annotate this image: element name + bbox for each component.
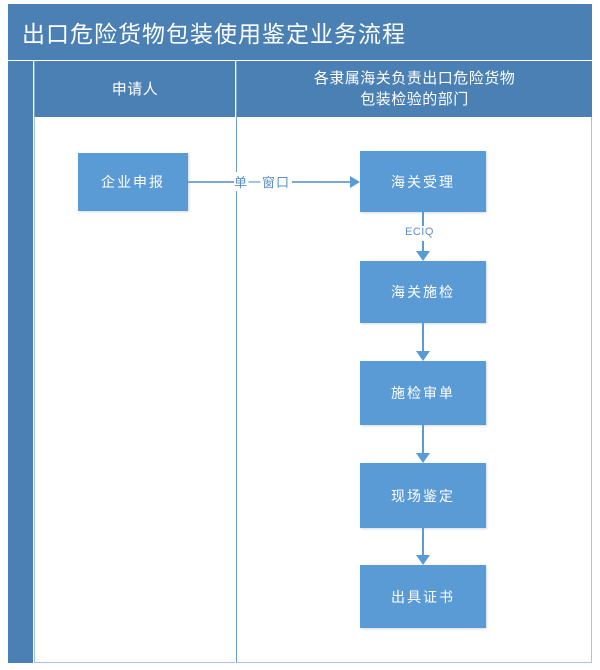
header-left-strip	[8, 61, 33, 117]
edge-label-single-window: 单一窗口	[234, 172, 291, 191]
connector-apply-to-label	[188, 181, 234, 183]
arrow-down-icon	[416, 351, 430, 361]
lane-header-applicant-label: 申请人	[111, 80, 159, 98]
arrow-down-icon	[416, 251, 430, 261]
edge-label-eciq: ECIQ	[405, 226, 434, 238]
title-bar: 出口危险货物包装使用鉴定业务流程	[8, 4, 592, 60]
node-issue-certificate[interactable]: 出具证书	[360, 565, 486, 628]
connector-review-to-onsite	[422, 425, 424, 453]
connector-label-to-accept	[292, 181, 350, 183]
connector-onsite-to-cert	[422, 528, 424, 555]
node-customs-inspection[interactable]: 海关施检	[360, 261, 486, 323]
arrow-down-icon	[416, 453, 430, 463]
node-inspection-document-review[interactable]: 施检审单	[360, 361, 486, 425]
connector-accept-to-eciq	[422, 212, 424, 226]
lane-header-customs-label: 各隶属海关负责出口危险货物 包装检验的部门	[314, 68, 516, 110]
lane-left-strip	[8, 117, 33, 663]
lane-header-row: 申请人 各隶属海关负责出口危险货物 包装检验的部门	[8, 61, 592, 117]
node-customs-acceptance[interactable]: 海关受理	[360, 151, 486, 212]
lane-header-customs-line1: 各隶属海关负责出口危险货物	[313, 70, 516, 87]
node-onsite-appraisal[interactable]: 现场鉴定	[360, 463, 486, 528]
lane-header-customs-line2: 包装检验的部门	[360, 91, 469, 108]
connector-eciq-to-inspect	[422, 241, 424, 251]
page-title: 出口危险货物包装使用鉴定业务流程	[22, 21, 406, 47]
lane-header-applicant: 申请人	[34, 61, 235, 117]
node-enterprise-declaration[interactable]: 企业申报	[78, 153, 188, 211]
connector-inspect-to-review	[422, 323, 424, 351]
lane-header-customs: 各隶属海关负责出口危险货物 包装检验的部门	[236, 61, 592, 117]
arrow-down-icon	[416, 555, 430, 565]
arrow-right-icon	[350, 176, 360, 188]
